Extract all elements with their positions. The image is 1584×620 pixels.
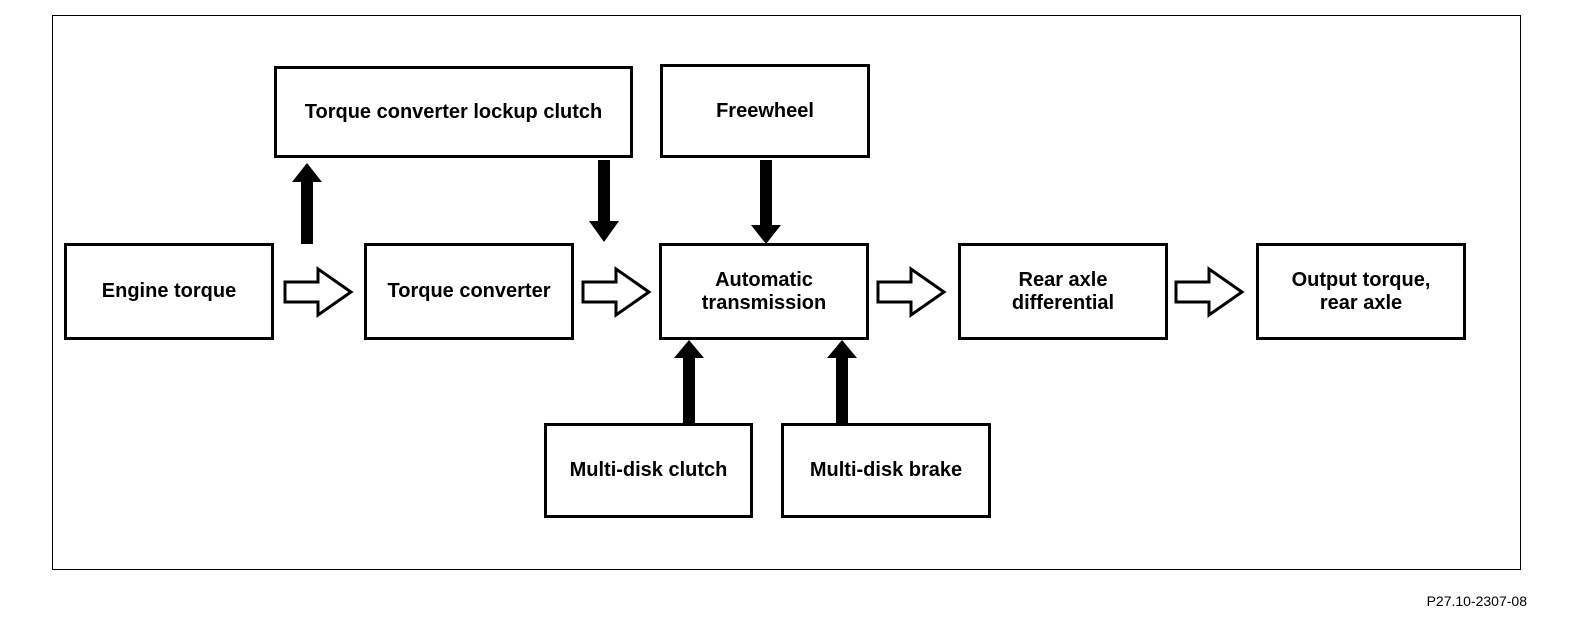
node-label: Multi-disk clutch	[569, 459, 728, 481]
node-multi-disk-clutch: Multi-disk clutch	[544, 423, 753, 518]
diagram-frame	[52, 15, 1521, 570]
node-torque-converter: Torque converter	[364, 243, 574, 340]
node-label: Automatic transmission	[701, 268, 827, 314]
node-label: Freewheel	[716, 99, 814, 122]
node-label: Torque converter	[387, 280, 551, 302]
node-rear-axle-differential: Rear axle differential	[958, 243, 1168, 340]
node-multi-disk-brake: Multi-disk brake	[781, 423, 991, 518]
node-output-torque-rear-axle: Output torque, rear axle	[1256, 243, 1466, 340]
node-label: Engine torque	[101, 280, 237, 302]
node-label: Rear axle differential	[1011, 268, 1115, 314]
node-automatic-transmission: Automatic transmission	[659, 243, 869, 340]
node-engine-torque: Engine torque	[64, 243, 274, 340]
figure-reference-code: P27.10-2307-08	[1426, 593, 1527, 609]
node-torque-converter-lockup-clutch: Torque converter lockup clutch	[274, 66, 633, 158]
node-label: Output torque, rear axle	[1291, 268, 1431, 314]
node-label: Multi-disk brake	[809, 459, 963, 481]
node-label: Torque converter lockup clutch	[304, 100, 603, 123]
node-freewheel: Freewheel	[660, 64, 870, 158]
